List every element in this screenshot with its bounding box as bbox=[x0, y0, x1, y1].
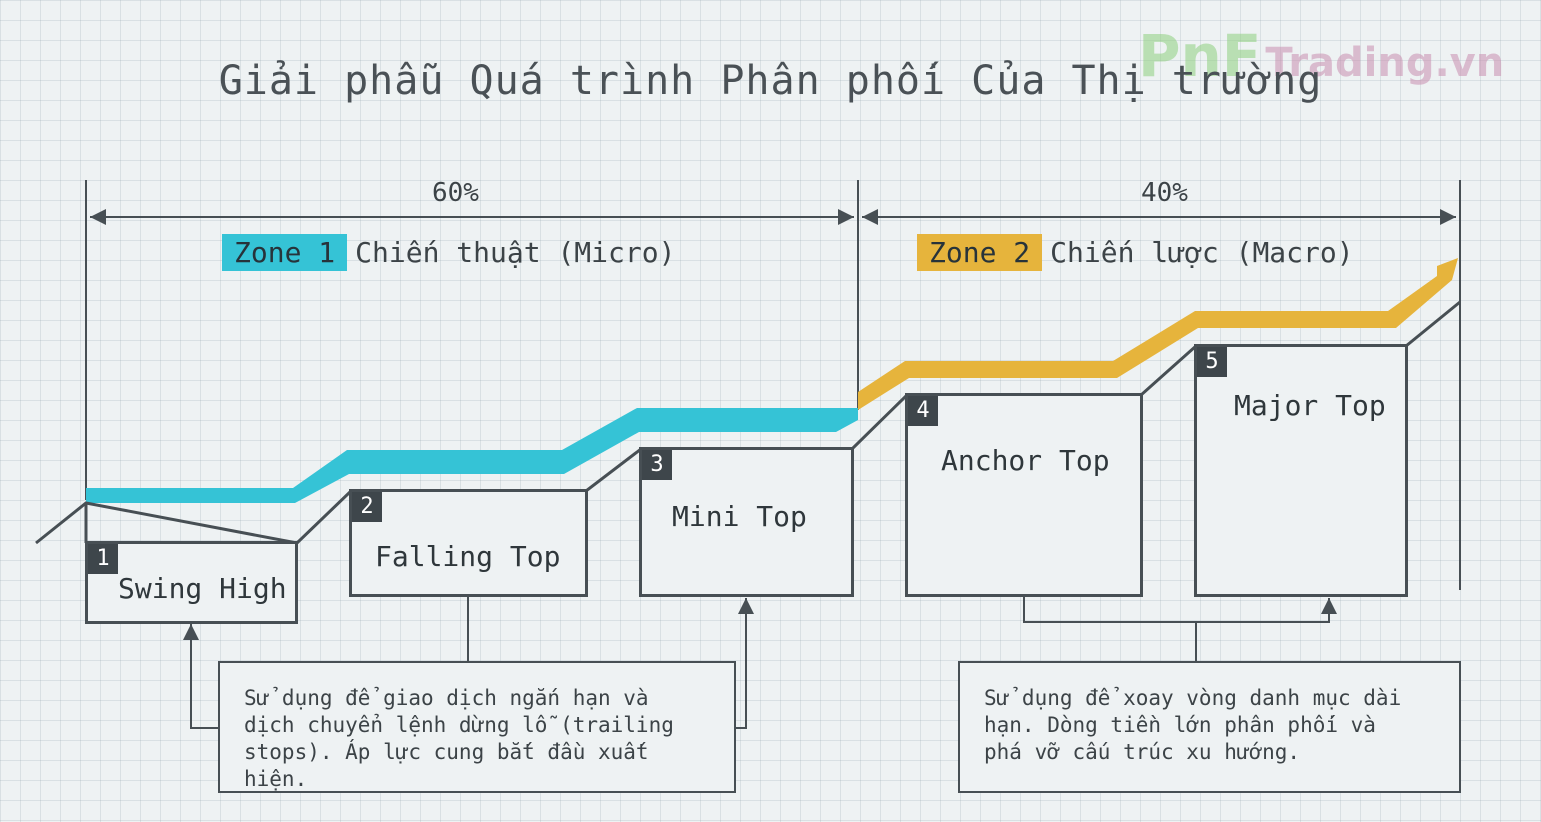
zone2-band bbox=[858, 258, 1458, 410]
top-number-3: 3 bbox=[642, 450, 672, 480]
connector-swing-high bbox=[183, 624, 218, 729]
zone2-badge: Zone 2 bbox=[917, 234, 1043, 271]
top-box-swing-high: 1 Swing High bbox=[85, 541, 298, 624]
zone1-badge: Zone 1 bbox=[222, 234, 348, 271]
zone1-band bbox=[86, 408, 858, 503]
top-number-1: 1 bbox=[88, 544, 118, 574]
connector-anchor-major bbox=[1023, 596, 1337, 623]
zone2-label: Chiến lược (Macro) bbox=[1050, 236, 1354, 269]
top-label-falling-top: Falling Top bbox=[375, 540, 561, 573]
top-label-swing-high: Swing High bbox=[118, 572, 287, 605]
top-box-major-top: 5 Major Top bbox=[1194, 344, 1408, 597]
top-label-major-top: Major Top bbox=[1234, 389, 1386, 422]
page-title: Giải phẫu Quá trình Phân phối Của Thị tr… bbox=[218, 58, 1323, 104]
connector-mini-top bbox=[736, 598, 754, 729]
top-number-5: 5 bbox=[1197, 347, 1227, 377]
percent-right: 40% bbox=[1141, 178, 1188, 208]
top-label-anchor-top: Anchor Top bbox=[941, 444, 1110, 477]
percent-left: 60% bbox=[432, 178, 479, 208]
top-box-falling-top: 2 Falling Top bbox=[349, 489, 588, 597]
note-zone2: Sử dụng để xoay vòng danh mục dài hạn. D… bbox=[958, 661, 1461, 793]
watermark-domain: Trading.vn bbox=[1265, 40, 1505, 86]
top-number-2: 2 bbox=[352, 492, 382, 522]
note-zone1: Sử dụng để giao dịch ngắn hạn và dịch ch… bbox=[218, 661, 736, 793]
top-number-4: 4 bbox=[908, 396, 938, 426]
top-label-mini-top: Mini Top bbox=[672, 500, 807, 533]
note-zone2-text: Sử dụng để xoay vòng danh mục dài hạn. D… bbox=[984, 686, 1402, 764]
watermark-brand: PnF bbox=[1138, 22, 1262, 90]
note-zone1-text: Sử dụng để giao dịch ngắn hạn và dịch ch… bbox=[244, 686, 674, 791]
top-box-mini-top: 3 Mini Top bbox=[639, 447, 854, 597]
top-box-anchor-top: 4 Anchor Top bbox=[905, 393, 1143, 597]
zone1-label: Chiến thuật (Micro) bbox=[355, 236, 676, 269]
